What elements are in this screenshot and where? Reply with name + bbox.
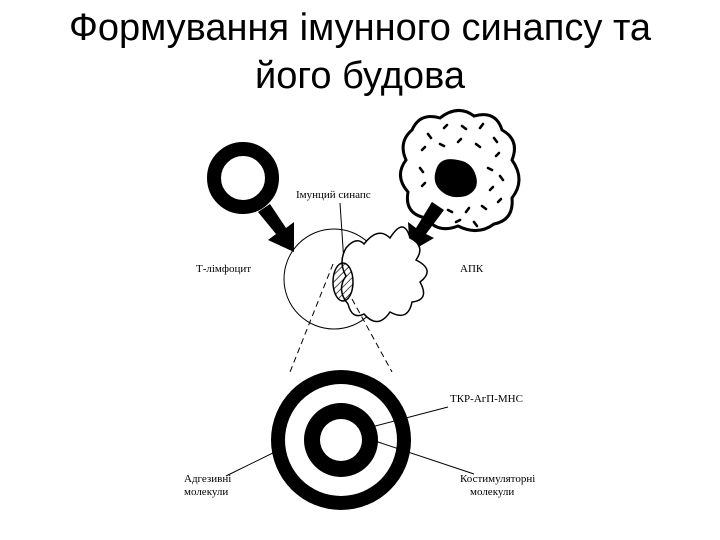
title-line-2: його будова: [255, 55, 465, 97]
t-lymphocyte-resting-cell: [207, 142, 279, 214]
synapse-contact-zone: [332, 262, 354, 302]
adhesion-label-line-2: молекули: [184, 486, 228, 498]
apc-cell-resting: [399, 109, 521, 232]
costim-label-line-2: молекули: [470, 486, 514, 498]
tcr-pointer-line: [359, 406, 449, 431]
apc-nucleus: [434, 159, 477, 198]
adhesion-label-line-1: Адгезивні: [184, 473, 231, 485]
costim-label-line-1: Костимуляторні: [460, 473, 535, 485]
slide-title: Формування імунного синапсу та його будо…: [0, 4, 720, 100]
t-cell-label: Т-лімфоцит: [196, 263, 251, 275]
tcr-complex-label: ТКР-АгП-МНС: [450, 393, 523, 405]
arrow-down-right-icon: [258, 204, 294, 252]
projection-line-right: [351, 298, 393, 373]
projection-line-left: [289, 263, 334, 373]
arrow-down-left-icon: [408, 202, 444, 252]
title-line-1: Формування імунного синапсу та: [68, 7, 652, 49]
apc-contact-cell: [340, 226, 428, 323]
apc-label: АПК: [460, 263, 484, 275]
synapse-label: Імунций синапс: [296, 189, 371, 201]
synapse-center: [320, 419, 362, 461]
costim-pointer-line: [374, 440, 475, 475]
adhesion-pointer-line: [225, 447, 284, 477]
